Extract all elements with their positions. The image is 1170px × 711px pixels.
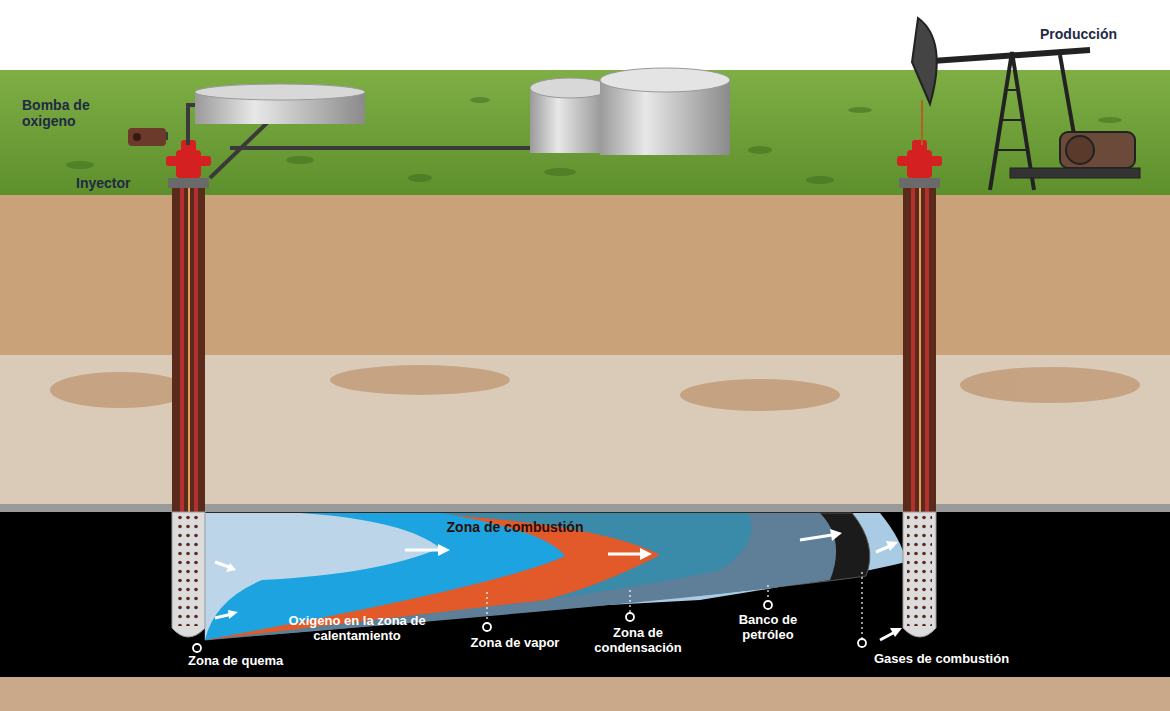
zone-label: Producción: [1040, 27, 1160, 43]
zone-label: Zona de quema: [188, 654, 328, 669]
grass-layer: [0, 70, 1170, 196]
zone-label: Zona de vapor: [450, 636, 580, 651]
zone-label: Zona de combustión: [440, 520, 590, 536]
zone-label: Oxigeno en la zona de calentamiento: [272, 614, 442, 643]
storage-tanks: [195, 68, 730, 155]
combustion-zone: [205, 513, 660, 640]
reservoir-layer: [0, 512, 1170, 677]
leader-dots: [193, 601, 866, 652]
leader-lines: [487, 572, 862, 638]
injector-well: [168, 178, 209, 637]
production-well: [899, 178, 940, 637]
rock-texture: [50, 365, 1140, 411]
pump-jack: [912, 18, 1140, 190]
teal-zone: [205, 513, 752, 640]
zone-label: Banco de petróleo: [722, 613, 814, 642]
zone-label: Inyector: [76, 176, 156, 192]
zone-label: Zona de condensación: [588, 626, 688, 655]
base-soil-layer: [0, 677, 1170, 711]
oxygen-pump: [128, 128, 166, 146]
zone-label: Gases de combustión: [874, 652, 1044, 667]
zone-label: Bomba de oxigeno: [22, 98, 112, 129]
